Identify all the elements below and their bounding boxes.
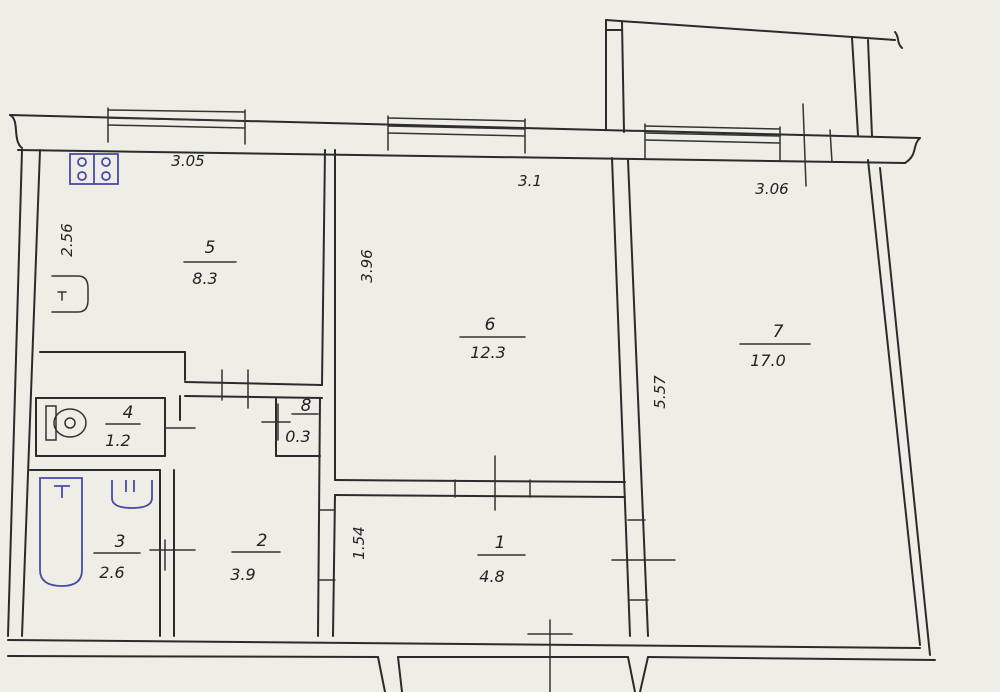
room-number: 8	[301, 396, 312, 416]
room-area: 3.9	[230, 565, 255, 584]
fraction-lines	[93, 261, 811, 556]
room-area: 17.0	[750, 351, 786, 370]
room-area: 12.3	[470, 343, 506, 362]
room-area: 8.3	[192, 269, 217, 288]
room-area: 4.8	[479, 567, 504, 586]
sink-icon	[51, 275, 89, 313]
dimension-kitchen-width: 3.05	[171, 152, 204, 170]
room-area: 0.3	[285, 427, 310, 446]
dimension-hall-depth: 1.54	[350, 526, 368, 559]
stove-icon	[69, 153, 119, 185]
room-number: 6	[485, 315, 496, 335]
room-number: 5	[205, 238, 216, 258]
room-label-3: 3 2.6	[99, 532, 125, 582]
room-label-1: 1 4.8	[479, 533, 505, 586]
dimension-room6-width: 3.1	[518, 172, 542, 190]
room-number: 4	[123, 403, 134, 423]
balcony	[605, 19, 903, 137]
room-number: 2	[257, 531, 268, 551]
window-room7	[644, 103, 833, 187]
room-label-4: 4 1.2	[105, 403, 133, 450]
room-area: 1.2	[105, 431, 130, 450]
room-label-7: 7 17.0	[750, 322, 786, 370]
bathtub-icon	[39, 477, 83, 587]
room-area: 2.6	[99, 563, 124, 582]
washbasin-icon	[111, 480, 153, 509]
dimension-room7-depth: 5.57	[651, 375, 669, 409]
room-label-2: 2 3.9	[230, 531, 267, 584]
toilet-icon	[45, 405, 87, 441]
interior-walls	[29, 149, 676, 692]
dimension-room7-width: 3.06	[755, 180, 788, 198]
room-number: 7	[773, 322, 784, 342]
room-label-8: 8 0.3	[285, 396, 311, 446]
dimension-room6-depth: 3.96	[358, 249, 376, 282]
room-label-5: 5 8.3	[192, 238, 217, 288]
window-room6	[387, 115, 526, 154]
window-kitchen	[107, 107, 246, 145]
room-number: 3	[115, 532, 126, 552]
dimension-kitchen-depth: 2.56	[58, 223, 76, 256]
room-label-6: 6 12.3	[470, 315, 506, 362]
room-number: 1	[495, 533, 506, 553]
